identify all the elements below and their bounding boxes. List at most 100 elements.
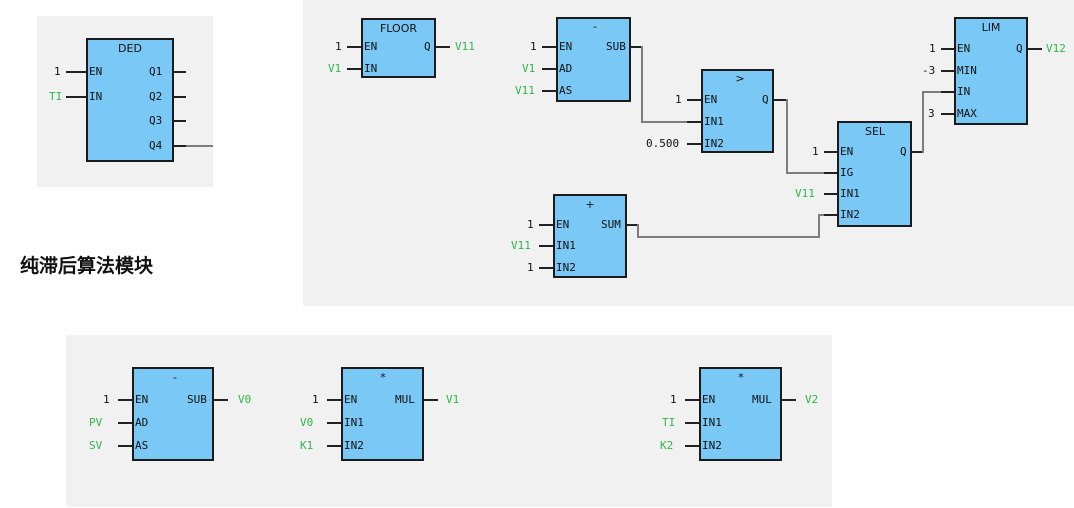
ded-pin-q3: Q3 xyxy=(149,114,163,127)
lim-pin-max: MAX xyxy=(957,107,977,120)
sub2-pin-ad: AD xyxy=(135,416,149,429)
sel-en-value: 1 xyxy=(812,145,819,158)
wire-sel-to-lim xyxy=(922,91,924,153)
gt-title: > xyxy=(735,72,745,85)
ded-pin-q4: Q4 xyxy=(149,139,163,152)
floor-pin-q: Q xyxy=(424,40,431,53)
mul2-en-value: 1 xyxy=(670,393,677,406)
ded-en-value: 1 xyxy=(54,65,61,78)
wire xyxy=(941,91,954,93)
sub2-block[interactable] xyxy=(132,367,214,461)
sub2-pin-en: EN xyxy=(135,393,149,406)
sub1-title: - xyxy=(593,20,597,33)
sub1-pin-as: AS xyxy=(559,84,573,97)
ded-in-value: TI xyxy=(49,90,63,103)
wire xyxy=(327,399,341,401)
wire xyxy=(824,193,837,195)
mul1-title: * xyxy=(380,371,386,384)
lim-min-value: -3 xyxy=(922,64,936,77)
wire xyxy=(824,214,837,216)
wire-gt-to-sel xyxy=(786,172,824,174)
lim-pin-min: MIN xyxy=(957,64,977,77)
lim-title: LIM xyxy=(981,21,1001,34)
sub1-block[interactable] xyxy=(556,17,631,102)
ded-pin-en: EN xyxy=(89,65,103,78)
floor-pin-in: IN xyxy=(364,62,378,75)
wire xyxy=(941,70,954,72)
wire xyxy=(174,71,186,73)
ded-q4-wire xyxy=(186,145,213,147)
floor-pin-en: EN xyxy=(364,40,378,53)
add-pin-in2: IN2 xyxy=(556,261,576,274)
sel-pin-en: EN xyxy=(840,145,854,158)
sub2-ad-value: PV xyxy=(89,416,103,429)
sel-block[interactable] xyxy=(837,121,912,227)
ded-pin-q2: Q2 xyxy=(149,90,163,103)
mul2-title: * xyxy=(738,371,744,384)
wire-add-to-sel xyxy=(637,236,820,238)
wire xyxy=(327,445,341,447)
wire xyxy=(687,99,701,101)
sub2-pin-sub: SUB xyxy=(187,393,207,406)
add-block[interactable] xyxy=(553,194,627,278)
floor-title: FLOOR xyxy=(379,22,418,35)
lim-en-value: 1 xyxy=(929,42,936,55)
wire xyxy=(424,399,438,401)
floor-block[interactable] xyxy=(361,18,436,78)
mul1-out-value: V1 xyxy=(446,393,460,406)
wire xyxy=(347,46,361,48)
wire xyxy=(912,151,922,153)
lim-out-value: V12 xyxy=(1046,42,1066,55)
add-pin-sum: SUM xyxy=(601,218,621,231)
wire xyxy=(118,422,132,424)
wire xyxy=(782,399,796,401)
mul2-block[interactable] xyxy=(699,367,782,461)
mul2-out-value: V2 xyxy=(805,393,819,406)
wire xyxy=(824,151,837,153)
wire xyxy=(774,99,786,101)
mul1-block[interactable] xyxy=(341,367,424,461)
wire-sub1-to-gt xyxy=(641,121,687,123)
gt-pin-in2: IN2 xyxy=(704,137,724,150)
wire xyxy=(118,445,132,447)
wire xyxy=(685,399,699,401)
ded-pin-q1: Q1 xyxy=(149,65,163,78)
add-in2-value: 1 xyxy=(527,261,534,274)
wire xyxy=(539,267,553,269)
mul1-in2-value: K1 xyxy=(300,439,314,452)
wire xyxy=(631,46,641,48)
wire-add-to-sel xyxy=(637,224,639,238)
wire xyxy=(66,96,86,98)
ded-block[interactable] xyxy=(86,38,174,162)
lim-block[interactable] xyxy=(954,17,1028,125)
mul1-en-value: 1 xyxy=(312,393,319,406)
gt-pin-in1: IN1 xyxy=(704,115,724,128)
wire xyxy=(539,245,553,247)
wire xyxy=(542,90,556,92)
add-en-value: 1 xyxy=(527,218,534,231)
mul2-pin-in1: IN1 xyxy=(702,416,722,429)
wire xyxy=(687,143,701,145)
ded-pin-in: IN xyxy=(89,90,103,103)
gt-pin-q: Q xyxy=(762,93,769,106)
gt-block[interactable] xyxy=(701,69,774,153)
floor-in-value: V1 xyxy=(328,62,342,75)
sub1-pin-ad: AD xyxy=(559,62,573,75)
wire xyxy=(941,48,954,50)
caption: 纯滞后算法模块 xyxy=(20,255,154,277)
mul2-in2-value: K2 xyxy=(660,439,674,452)
wire xyxy=(685,445,699,447)
mul2-pin-en: EN xyxy=(702,393,716,406)
wire xyxy=(327,422,341,424)
wire xyxy=(214,399,228,401)
sub2-pin-as: AS xyxy=(135,439,149,452)
wire xyxy=(627,224,637,226)
sel-pin-in1: IN1 xyxy=(840,187,860,200)
add-pin-in1: IN1 xyxy=(556,239,576,252)
floor-en-value: 1 xyxy=(335,40,342,53)
gt-en-value: 1 xyxy=(675,93,682,106)
lim-pin-in: IN xyxy=(957,85,971,98)
wire xyxy=(118,399,132,401)
sub2-as-value: SV xyxy=(89,439,103,452)
sub2-en-value: 1 xyxy=(103,393,110,406)
